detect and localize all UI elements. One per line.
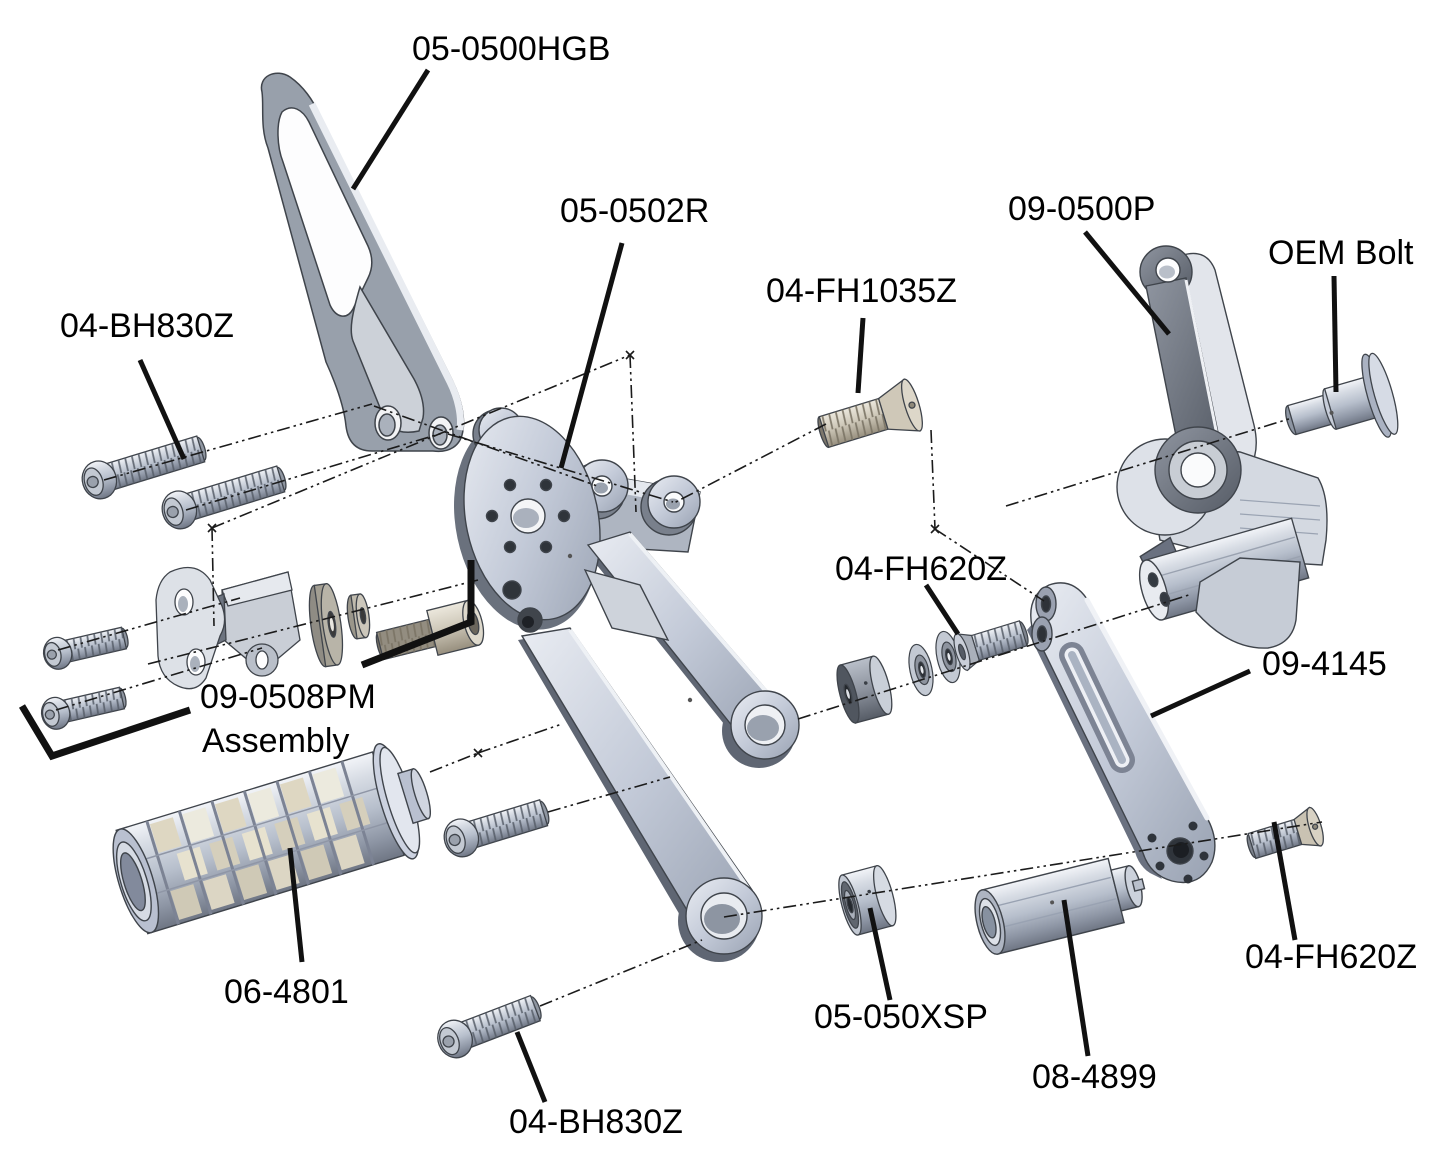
spacer-xsp-upper — [836, 655, 893, 724]
centerline-markers — [207, 350, 940, 758]
heel-guard-part — [260, 72, 465, 453]
oem-bolt-label: OEM Bolt — [1268, 234, 1414, 272]
spacer-xsp-label: 05-050XSP — [814, 998, 988, 1036]
leader-lines — [137, 68, 1339, 1103]
oem-bolt-part — [1285, 352, 1399, 438]
spacer-tube-label: 08-4899 — [1032, 1058, 1157, 1096]
spacer-xsp-lower — [838, 864, 897, 936]
bh830z-top-label: 04-BH830Z — [60, 307, 234, 345]
part-labels: 05-0500HGB 05-0502R 09-0500P OEM Bolt 04… — [60, 30, 1417, 1141]
peg-mount-label-line2: Assembly — [202, 722, 349, 760]
fh620z-right-label: 04-FH620Z — [1245, 938, 1417, 976]
pedal-label: 09-0500P — [1008, 190, 1155, 228]
peg-mount-screw-2 — [40, 686, 127, 730]
peg-mount-washer-large — [308, 582, 344, 668]
button-head-screw-top-2 — [161, 465, 287, 530]
group-bracket-marks — [18, 560, 475, 761]
link-arm-label: 09-4145 — [1262, 645, 1387, 683]
flat-head-bolt-1035 — [817, 378, 923, 449]
fh620z-mid-label: 04-FH620Z — [835, 550, 1007, 588]
bh830z-bottom-label: 04-BH830Z — [509, 1103, 683, 1141]
main-bracket-part — [454, 407, 800, 962]
countersunk-washer-1 — [908, 643, 934, 697]
flat-head-screw-620-mid — [953, 620, 1029, 672]
peg-mount-screw-1 — [42, 626, 129, 670]
main-bracket-label: 05-0502R — [560, 192, 709, 230]
button-head-screw-grip — [443, 799, 550, 858]
pedal-part — [1116, 245, 1328, 649]
peg-mount-washer-small — [346, 593, 371, 640]
flat-head-screw-620-right — [1246, 806, 1324, 860]
heel-guard-label: 05-0500HGB — [412, 30, 610, 68]
fh1035z-label: 04-FH1035Z — [766, 272, 957, 310]
peg-mount-assembly — [40, 566, 485, 730]
flat-head-620-mid-group — [908, 620, 1029, 697]
centerlines — [55, 354, 1323, 1007]
footpeg-grip-part — [112, 743, 432, 935]
link-arm-part — [1027, 582, 1216, 884]
button-head-screw-bottom — [437, 994, 542, 1059]
grip-label: 06-4801 — [224, 973, 349, 1011]
spacer-tube-part — [974, 857, 1146, 955]
peg-mount-label-line1: 09-0508PM — [200, 678, 376, 716]
